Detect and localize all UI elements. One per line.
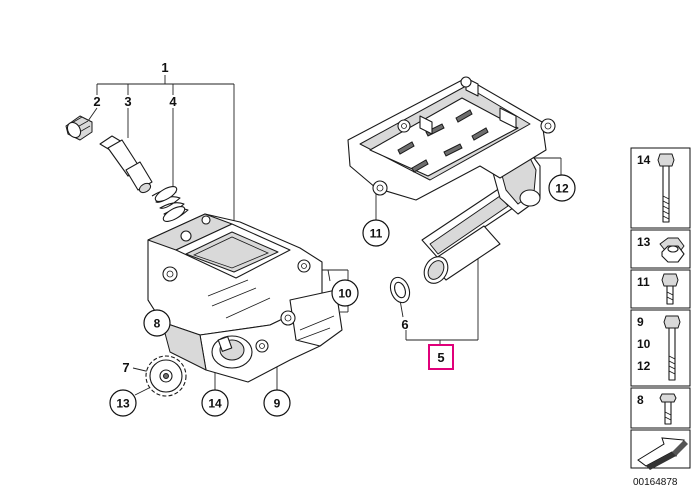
callout-5[interactable]: 5 bbox=[437, 350, 444, 365]
legend-box-8 bbox=[630, 387, 691, 429]
diagram-id: 00164878 bbox=[633, 477, 678, 488]
callout-11-circle[interactable]: 11 bbox=[362, 219, 390, 247]
callout-6[interactable]: 6 bbox=[401, 317, 408, 332]
legend-label-13[interactable]: 13 bbox=[637, 235, 651, 249]
legend-label-11[interactable]: 11 bbox=[637, 275, 650, 289]
pump-drive-hub bbox=[211, 335, 253, 369]
callout-11[interactable]: 11 bbox=[370, 227, 383, 241]
o-ring-seal bbox=[389, 276, 411, 304]
legend-box-11 bbox=[630, 269, 691, 309]
callout-12[interactable]: 12 bbox=[555, 182, 569, 196]
circled-callouts: 8 9 10 11 12 13 14 bbox=[109, 174, 576, 417]
callout-8-circle[interactable]: 8 bbox=[143, 309, 171, 337]
legend-label-12[interactable]: 12 bbox=[637, 359, 651, 373]
hex-nut-icon bbox=[659, 237, 685, 263]
callout-3[interactable]: 3 bbox=[124, 94, 131, 109]
callouts: 1 2 3 4 6 7 bbox=[93, 60, 408, 375]
callout-9-circle[interactable]: 9 bbox=[263, 389, 291, 417]
callout-9[interactable]: 9 bbox=[274, 397, 281, 411]
relief-valve-piston bbox=[99, 135, 153, 194]
callout-12-circle[interactable]: 12 bbox=[548, 174, 576, 202]
callout-10[interactable]: 10 bbox=[338, 287, 352, 301]
short-bolt-icon bbox=[661, 273, 679, 305]
drive-sprocket bbox=[145, 355, 187, 397]
callout-14[interactable]: 14 bbox=[208, 397, 222, 411]
callout-4[interactable]: 4 bbox=[169, 94, 177, 109]
legend-label-10[interactable]: 10 bbox=[637, 337, 651, 351]
long-bolt-icon bbox=[657, 153, 675, 223]
callout-10-circle[interactable]: 10 bbox=[331, 279, 359, 307]
callout-2[interactable]: 2 bbox=[93, 94, 100, 109]
legend-label-14[interactable]: 14 bbox=[637, 153, 651, 167]
callout-13-circle[interactable]: 13 bbox=[109, 389, 137, 417]
oil-baffle-plate bbox=[347, 76, 556, 201]
legend-label-8[interactable]: 8 bbox=[637, 393, 644, 407]
arrow-icon bbox=[637, 437, 688, 470]
callout-8[interactable]: 8 bbox=[154, 317, 161, 331]
callout-7[interactable]: 7 bbox=[122, 360, 129, 375]
stud-bolt-icon bbox=[659, 393, 677, 425]
callout-5-highlight[interactable]: 5 bbox=[428, 344, 454, 370]
callout-14-circle[interactable]: 14 bbox=[201, 389, 229, 417]
relief-valve-plug bbox=[65, 115, 93, 141]
highlight-box bbox=[428, 344, 454, 370]
legend-label-9[interactable]: 9 bbox=[637, 315, 644, 329]
relief-valve-spring bbox=[151, 186, 189, 222]
callout-13[interactable]: 13 bbox=[116, 397, 130, 411]
medium-bolt-icon bbox=[663, 315, 681, 381]
fastener-legend: 14 13 11 9 10 12 bbox=[630, 147, 691, 470]
callout-1[interactable]: 1 bbox=[161, 60, 168, 75]
